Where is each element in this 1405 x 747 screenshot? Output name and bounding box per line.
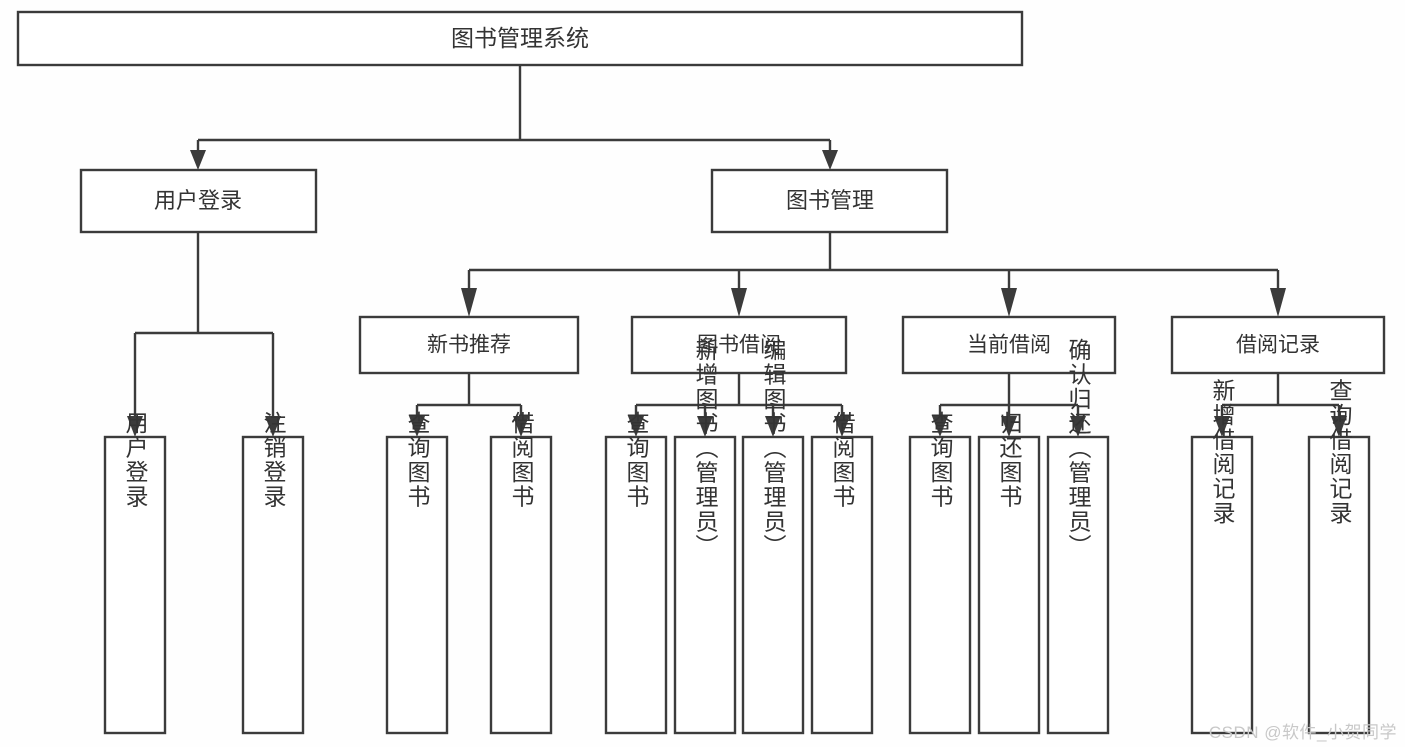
arrow-icon-book-borrow — [731, 288, 747, 317]
leaf-label: 确认归还（管理员） — [1065, 338, 1092, 559]
leaf-box — [977, 435, 1041, 735]
leaf-label: 用户登录 — [122, 411, 149, 509]
node-root-book-management-system[interactable]: 图书管理系统 — [16, 10, 1024, 67]
leaf-node-user-login-login[interactable]: 用户登录 — [103, 411, 167, 735]
node-borrow-record[interactable]: 借阅记录 — [1170, 315, 1386, 375]
node-borrow-record-box — [1170, 315, 1386, 375]
node-root-box — [16, 10, 1024, 67]
leaf-box — [604, 435, 668, 735]
leaf-box — [673, 435, 737, 735]
leaf-label: 查询借阅记录 — [1326, 379, 1353, 526]
arrow-icon-new-book — [461, 288, 477, 317]
leaf-node-bookborrow-borrow-book[interactable]: 借阅图书 — [810, 411, 874, 735]
leaf-label: 查询图书 — [623, 411, 650, 509]
arrow-icon-bookborrow-leaf-1 — [628, 416, 644, 437]
node-user-login[interactable]: 用户登录 — [79, 168, 318, 234]
arrow-icon-borrow-record — [1270, 288, 1286, 317]
arrow-icon-newbook-leaf-1 — [409, 416, 425, 437]
node-new-book-recommend-box — [358, 315, 580, 375]
arrow-icon-currentborrow-leaf-2 — [1001, 416, 1017, 437]
leaf-node-newbook-borrow-book[interactable]: 借阅图书 — [489, 411, 553, 735]
leaf-node-user-login-logout[interactable]: 注销登录 — [241, 411, 305, 735]
arrow-icon-bookborrow-leaf-4 — [834, 416, 850, 437]
node-user-login-box — [79, 168, 318, 234]
arrow-icon-current-borrow — [1001, 288, 1017, 317]
arrow-icon-borrowrecord-leaf-2 — [1331, 416, 1347, 437]
arrow-icon-bookborrow-leaf-2 — [697, 416, 713, 437]
node-book-management[interactable]: 图书管理 — [710, 168, 949, 234]
leaf-box — [1046, 435, 1110, 735]
leaf-box — [1307, 435, 1371, 735]
arrow-icon-book-mgmt — [822, 150, 838, 170]
arrow-icon-currentborrow-leaf-1 — [932, 416, 948, 437]
leaf-label: 归还图书 — [996, 411, 1023, 509]
leaf-box — [810, 435, 874, 735]
leaf-label: 借阅图书 — [508, 411, 535, 509]
leaf-node-bookborrow-edit-book-admin[interactable]: 编辑图书（管理员） — [741, 338, 805, 735]
leaf-node-borrowrecord-add-record[interactable]: 新增借阅记录 — [1190, 379, 1254, 735]
leaf-node-newbook-query-book[interactable]: 查询图书 — [385, 411, 449, 735]
arrow-icon-bookborrow-leaf-3 — [765, 416, 781, 437]
leaf-box — [385, 435, 449, 735]
node-current-borrow-label: 当前借阅 — [967, 334, 1051, 357]
node-book-borrow[interactable]: 图书借阅 — [630, 315, 848, 375]
leaf-label: 注销登录 — [260, 411, 287, 509]
connector-layer — [127, 65, 1347, 437]
leaf-box — [741, 435, 805, 735]
leaf-node-currentborrow-return-book[interactable]: 归还图书 — [977, 411, 1041, 735]
node-book-borrow-box — [630, 315, 848, 375]
leaf-label: 查询图书 — [404, 411, 431, 509]
leaf-box — [103, 435, 167, 735]
leaf-box — [489, 435, 553, 735]
node-user-login-label: 用户登录 — [154, 188, 242, 213]
node-book-management-box — [710, 168, 949, 234]
leaf-label: 借阅图书 — [829, 411, 856, 509]
leaf-node-borrowrecord-query-record[interactable]: 查询借阅记录 — [1307, 379, 1371, 735]
node-borrow-record-label: 借阅记录 — [1236, 334, 1320, 357]
leaf-box — [241, 435, 305, 735]
arrow-icon-user-login — [190, 150, 206, 170]
arrow-icon-leaf-logout — [265, 416, 281, 437]
leaf-node-currentborrow-confirm-return-admin[interactable]: 确认归还（管理员） — [1046, 338, 1110, 735]
leaf-label: 编辑图书（管理员） — [760, 338, 787, 559]
node-root-label: 图书管理系统 — [451, 25, 589, 51]
leaf-label: 查询图书 — [927, 411, 954, 509]
arrow-icon-currentborrow-leaf-3 — [1070, 416, 1086, 437]
node-current-borrow[interactable]: 当前借阅 — [901, 315, 1117, 375]
leaf-node-currentborrow-query-book[interactable]: 查询图书 — [908, 411, 972, 735]
leaf-box — [1190, 435, 1254, 735]
node-new-book-recommend[interactable]: 新书推荐 — [358, 315, 580, 375]
node-book-management-label: 图书管理 — [786, 188, 874, 213]
csdn-watermark: CSDN @软件_小贺同学 — [1208, 723, 1397, 742]
arrow-icon-newbook-leaf-2 — [513, 416, 529, 437]
leaf-box — [908, 435, 972, 735]
node-current-borrow-box — [901, 315, 1117, 375]
leaf-node-bookborrow-add-book-admin[interactable]: 新增图书（管理员） — [673, 338, 737, 735]
leaf-node-bookborrow-query-book[interactable]: 查询图书 — [604, 411, 668, 735]
arrow-icon-leaf-user-login — [127, 416, 143, 437]
leaf-label: 新增借阅记录 — [1209, 379, 1236, 526]
leaf-label: 新增图书（管理员） — [692, 338, 719, 559]
node-book-borrow-label: 图书借阅 — [697, 334, 781, 357]
node-new-book-recommend-label: 新书推荐 — [427, 334, 511, 357]
arrow-icon-borrowrecord-leaf-1 — [1214, 416, 1230, 437]
